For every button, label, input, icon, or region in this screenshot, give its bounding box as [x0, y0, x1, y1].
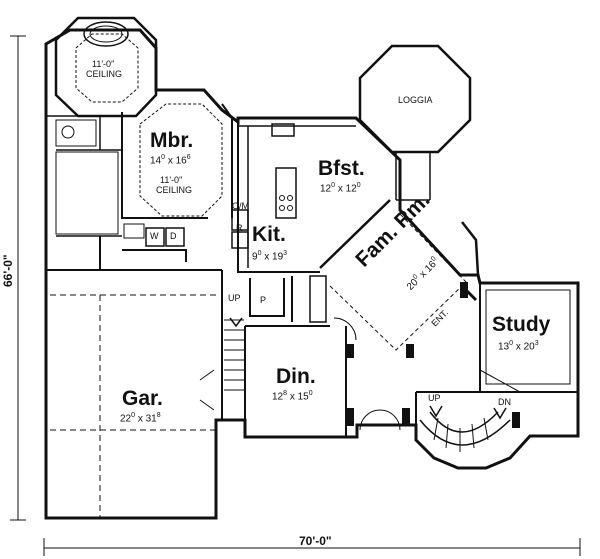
kit-dimensions: 90 x 193: [252, 250, 288, 263]
study-name: Study: [492, 313, 551, 336]
mbr-ceiling-height: 11'-0": [160, 175, 183, 185]
octagon-tower-wall: [54, 16, 158, 118]
bfst-name: Bfst.: [318, 157, 365, 180]
mbr-ceiling-word: CEILING: [156, 185, 193, 195]
tower-ceiling-word: CEILING: [86, 69, 123, 79]
loggia-wall: [358, 44, 472, 154]
dryer-label: D: [170, 231, 177, 241]
stair-down-label: DN: [498, 397, 511, 407]
gar-dimensions: 220 x 318: [120, 412, 161, 425]
stair-up-label-entry: UP: [428, 393, 441, 403]
exterior-wall: [44, 28, 580, 520]
mbr-ceiling: [139, 103, 223, 217]
gar-name: Gar.: [122, 387, 163, 410]
mbr-name: Mbr.: [150, 129, 194, 152]
tub: [83, 21, 129, 47]
curved-stair: [419, 411, 511, 446]
refrigerator-label: R: [236, 223, 243, 233]
pantry-label: P: [260, 295, 267, 305]
tower-ceiling-height: 11'-0": [92, 59, 115, 69]
study-dimensions: 130 x 203: [498, 340, 539, 353]
mbr-dimensions: 140 x 166: [150, 154, 191, 167]
din-dimensions: 128 x 150: [272, 390, 313, 403]
washer-label: W: [150, 231, 159, 241]
octagon-tower-inner: [75, 33, 139, 103]
stair-up-label-garage: UP: [228, 293, 241, 303]
mbr-wall: [121, 103, 233, 219]
width-dimension-line: [43, 538, 581, 556]
loggia-label: LOGGIA: [398, 95, 433, 105]
kit-name: Kit.: [252, 223, 286, 246]
overall-depth: 66'-0": [1, 251, 15, 290]
om-label: O/M: [232, 201, 249, 211]
din-name: Din.: [276, 365, 316, 388]
overall-width: 70'-0": [296, 535, 335, 547]
depth-dimension-line: [10, 35, 26, 521]
bfst-dimensions: 120 x 120: [320, 182, 361, 195]
